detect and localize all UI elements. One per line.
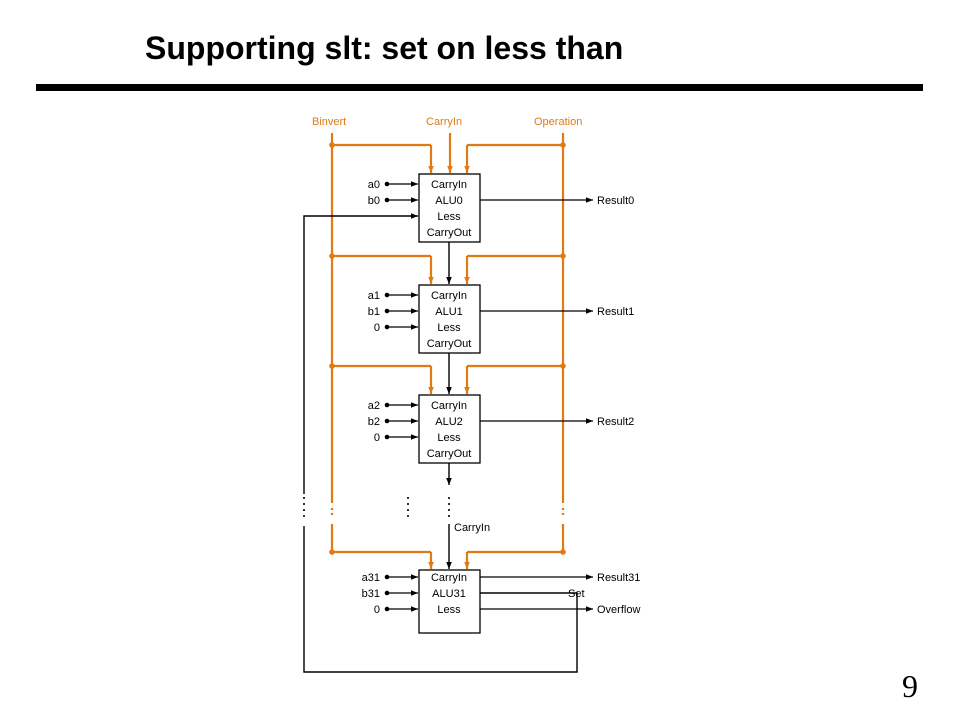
- alu31-less-dot: [384, 606, 390, 612]
- gap-carryin-label: CarryIn: [454, 522, 490, 534]
- alu1-input-b: b1: [368, 306, 380, 318]
- alu0-operation-junction: [560, 142, 566, 148]
- alu2-binvert-junction: [329, 363, 335, 369]
- alu31-operation-junction: [560, 549, 566, 555]
- alu31-port-name: ALU31: [432, 588, 466, 600]
- set-feedback-lower: [303, 526, 578, 673]
- title-underline: [36, 84, 923, 91]
- alu0-port-carryout: CarryOut: [427, 227, 472, 239]
- alu31-binvert-junction: [329, 549, 335, 555]
- alu0-port-name: ALU0: [435, 195, 463, 207]
- alu1-less-input: 0: [374, 322, 380, 334]
- alu2-less-input: 0: [374, 432, 380, 444]
- alu2-less-dot: [384, 434, 390, 440]
- binvert-label: Binvert: [312, 116, 346, 128]
- page-number: 9: [902, 668, 918, 704]
- alu31-input-b: b31: [362, 588, 380, 600]
- alu31-set-label: Set: [568, 588, 585, 600]
- alu2-port-carryin: CarryIn: [431, 400, 467, 412]
- alu31-port-less: Less: [437, 604, 461, 616]
- alu2-block: CarryIn ALU2 Less CarryOut a2 b2 0 Resul…: [368, 394, 634, 464]
- alu31-port-carryin: CarryIn: [431, 572, 467, 584]
- alu1-port-carryin: CarryIn: [431, 290, 467, 302]
- alu0-binvert-junction: [329, 142, 335, 148]
- alu0-port-carryin: CarryIn: [431, 179, 467, 191]
- alu1-port-less: Less: [437, 322, 461, 334]
- alu31-input-a: a31: [362, 572, 380, 584]
- alu0-input-a: a0: [368, 179, 380, 191]
- alu31-less-input: 0: [374, 604, 380, 616]
- wires: [303, 133, 593, 673]
- alu2-operation-junction: [560, 363, 566, 369]
- alu2-a-dot: [384, 402, 390, 408]
- alu2-input-b: b2: [368, 416, 380, 428]
- alu31-a-dot: [384, 574, 390, 580]
- alu1-b-dot: [384, 308, 390, 314]
- alu31-b-dot: [384, 590, 390, 596]
- alu2-port-less: Less: [437, 432, 461, 444]
- alu1-a-dot: [384, 292, 390, 298]
- carryin-label: CarryIn: [426, 116, 462, 128]
- alu1-operation-junction: [560, 253, 566, 259]
- alu1-result-label: Result1: [597, 306, 634, 318]
- alu0-a-dot: [384, 181, 390, 187]
- alu1-port-carryout: CarryOut: [427, 338, 472, 350]
- alu0-input-b: b0: [368, 195, 380, 207]
- alu0-b-dot: [384, 197, 390, 203]
- alu31-block: CarryIn ALU31 Less a31 b31 0 Result31 Se…: [362, 569, 640, 634]
- alu1-input-a: a1: [368, 290, 380, 302]
- alu1-block: CarryIn ALU1 Less CarryOut a1 b1 0 Resul…: [368, 284, 634, 354]
- alu0-result-label: Result0: [597, 195, 634, 207]
- alu1-binvert-junction: [329, 253, 335, 259]
- set-feedback-upper: [303, 213, 418, 494]
- alu2-port-carryout: CarryOut: [427, 448, 472, 460]
- operation-label: Operation: [534, 116, 582, 128]
- alu1-port-name: ALU1: [435, 306, 463, 318]
- alu2-port-name: ALU2: [435, 416, 463, 428]
- alu0-port-less: Less: [437, 211, 461, 223]
- slide-title: Supporting slt: set on less than: [145, 30, 624, 66]
- alu31-overflow-label: Overflow: [597, 604, 640, 616]
- alu2-input-a: a2: [368, 400, 380, 412]
- alu31-result-label: Result31: [597, 572, 640, 584]
- alu0-block: CarryIn ALU0 Less CarryOut a0 b0 Result0: [368, 173, 634, 243]
- alu1-less-dot: [384, 324, 390, 330]
- alu2-b-dot: [384, 418, 390, 424]
- alu2-result-label: Result2: [597, 416, 634, 428]
